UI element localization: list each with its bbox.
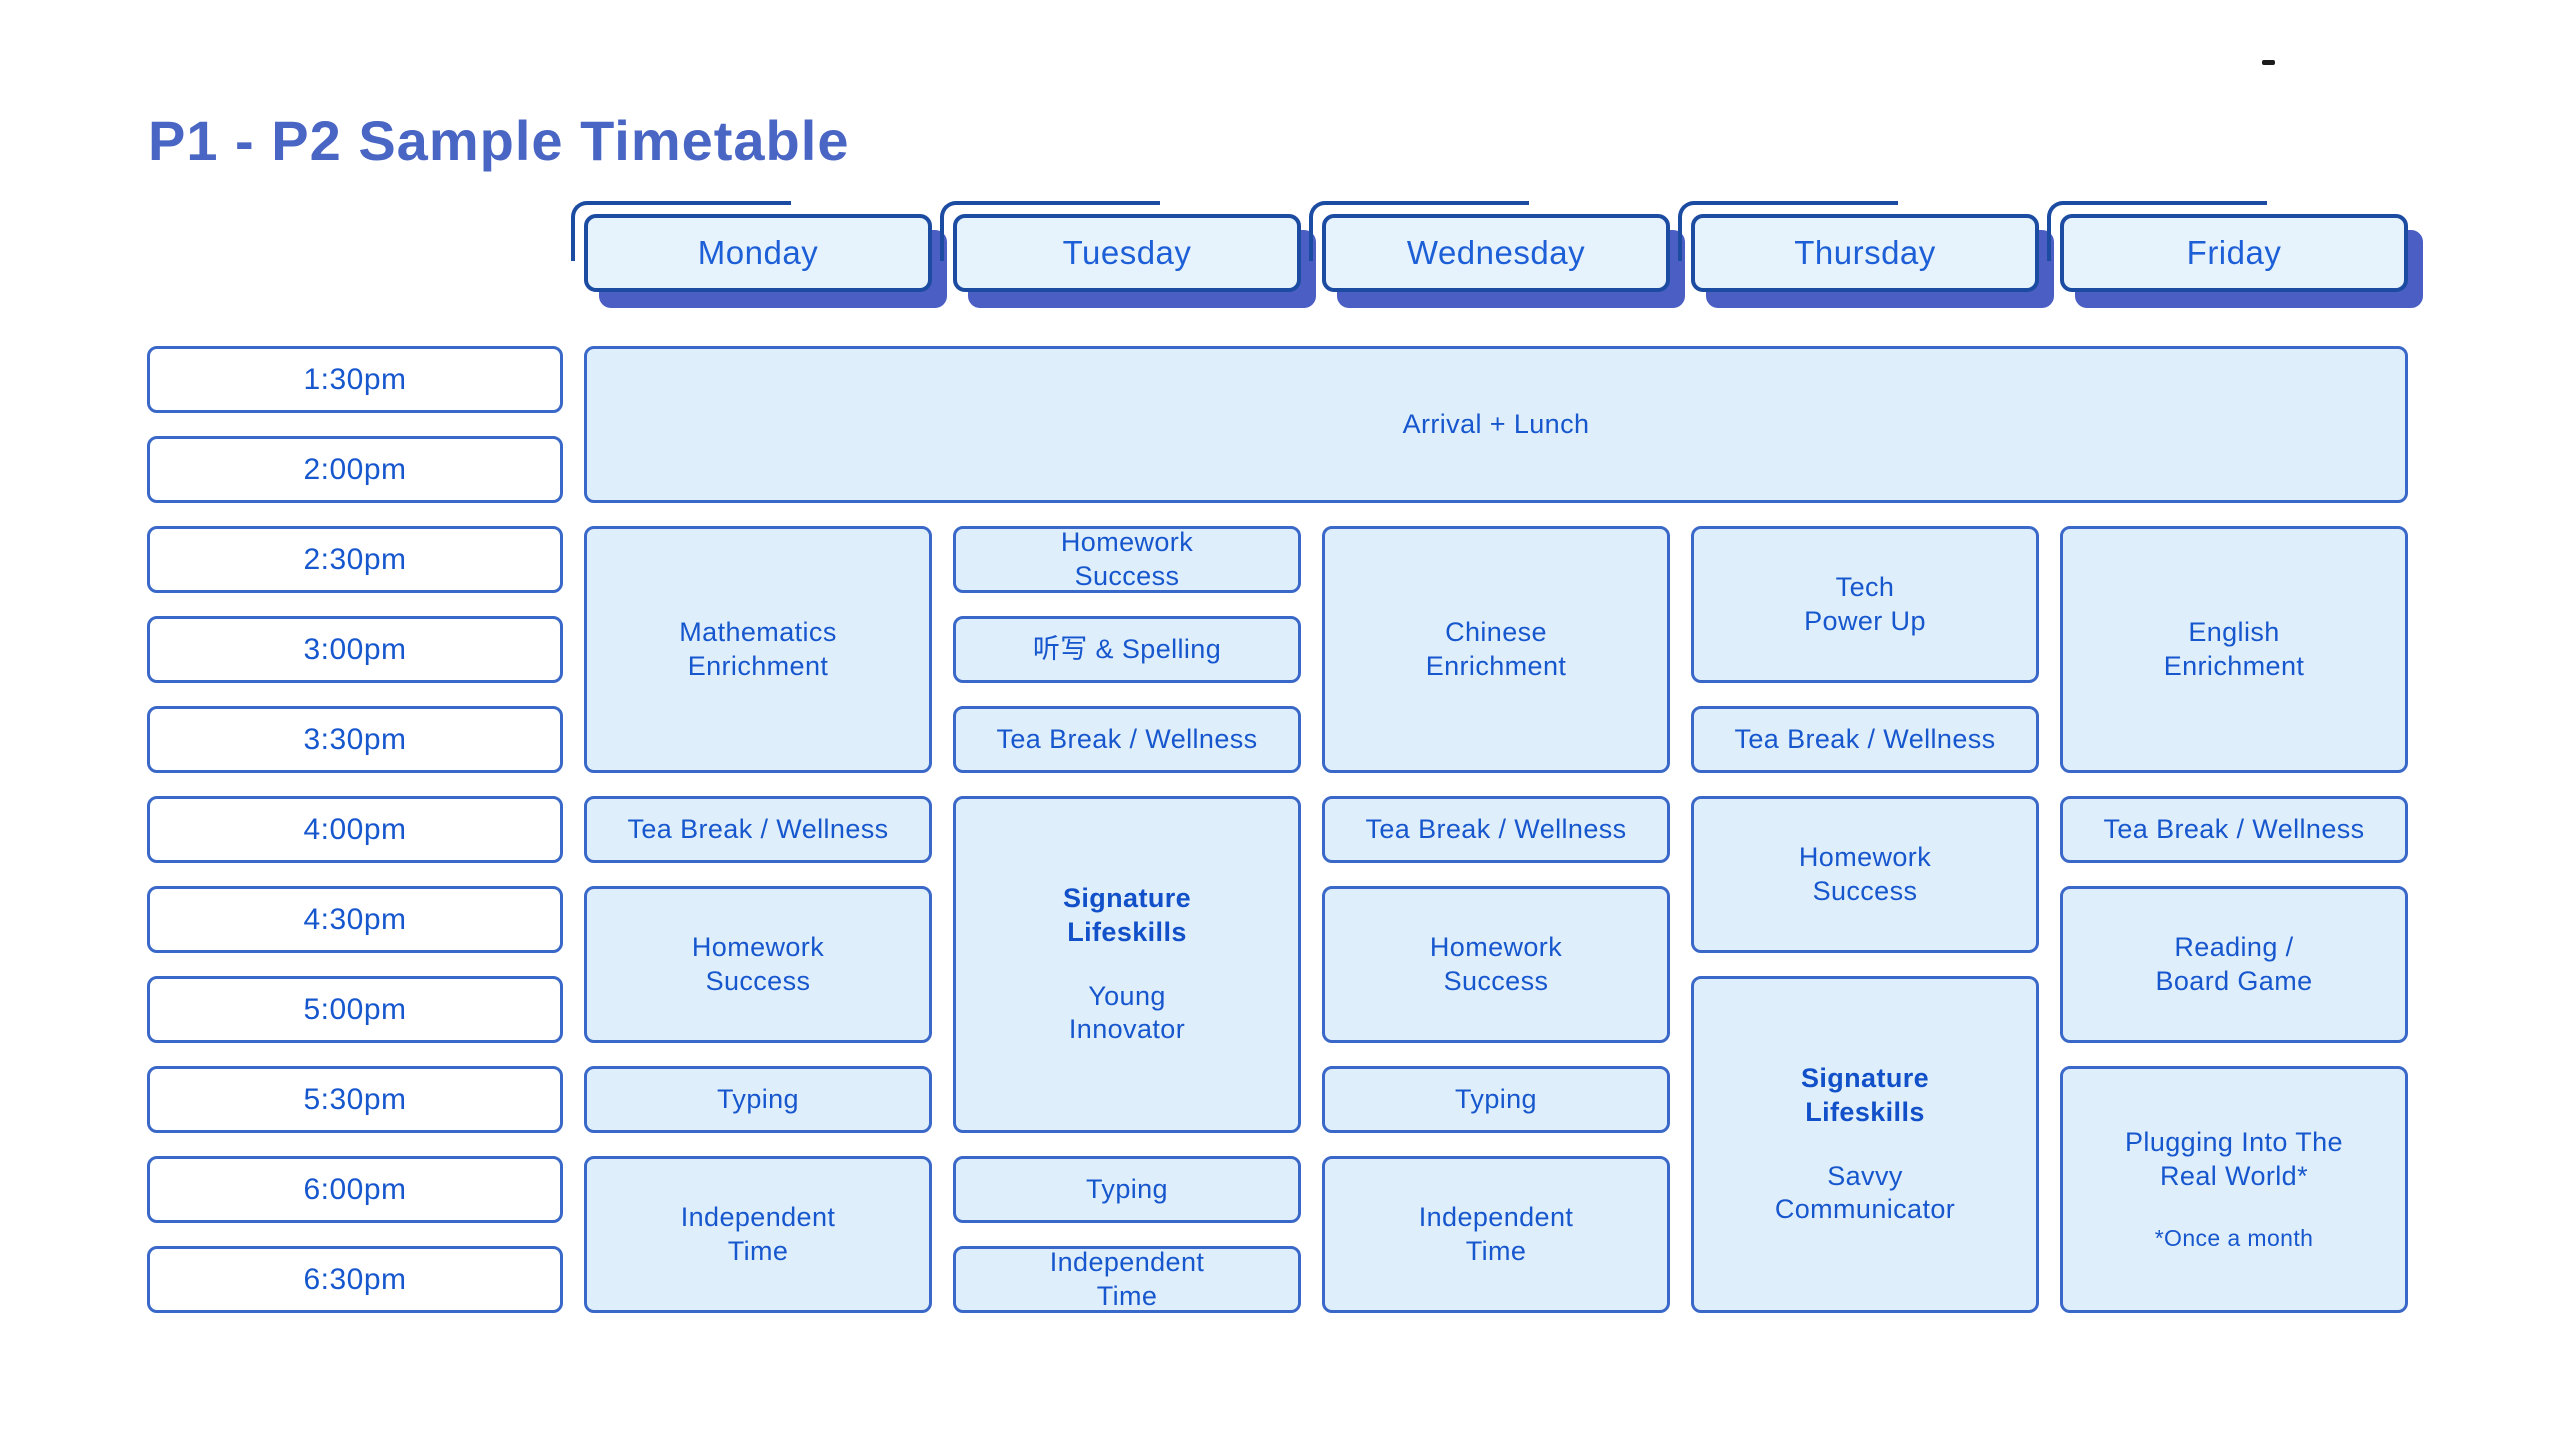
timetable-cell-tuesday-homework-success: Homework Success xyxy=(953,526,1301,593)
day-header-box: Wednesday xyxy=(1322,214,1670,292)
plugging-into-real-world-label: Plugging Into The Real World* xyxy=(2125,1127,2343,1192)
page-title: P1 - P2 Sample Timetable xyxy=(148,109,850,172)
day-header-box: Monday xyxy=(584,214,932,292)
timetable-cell-tuesday-typing: Typing xyxy=(953,1156,1301,1223)
day-header-tuesday: Tuesday xyxy=(940,201,1316,308)
timetable-cell-monday-independent-time: Independent Time xyxy=(584,1156,932,1313)
time-slot-6-30pm: 6:30pm xyxy=(147,1246,563,1313)
timetable-cell-tuesday-tea-break: Tea Break / Wellness xyxy=(953,706,1301,773)
timetable-cell-thursday-tea-break: Tea Break / Wellness xyxy=(1691,706,2039,773)
signature-lifeskills-subtitle: Savvy Communicator xyxy=(1774,1160,1956,1225)
timetable-cell-thursday-tech-power-up: Tech Power Up xyxy=(1691,526,2039,683)
day-header-box: Friday xyxy=(2060,214,2408,292)
timetable-cell-monday-typing: Typing xyxy=(584,1066,932,1133)
timetable-cell-friday-english-enrichment: English Enrichment xyxy=(2060,526,2408,773)
timetable-cell-tuesday-tingxie-spelling: 听写 & Spelling xyxy=(953,616,1301,683)
day-header-box: Tuesday xyxy=(953,214,1301,292)
day-label: Monday xyxy=(697,234,819,271)
day-label: Friday xyxy=(2186,234,2282,271)
time-slot-4-00pm: 4:00pm xyxy=(147,796,563,863)
timetable-cell-monday-mathematics-enrichment: Mathematics Enrichment xyxy=(584,526,932,773)
day-header-wednesday: Wednesday xyxy=(1309,201,1685,308)
time-slot-5-30pm: 5:30pm xyxy=(147,1066,563,1133)
header-bracket-decoration xyxy=(1678,201,1898,262)
timetable-cell-thursday-signature-lifeskills: Signature Lifeskills Savvy Communicator xyxy=(1691,976,2039,1313)
time-slot-2-00pm: 2:00pm xyxy=(147,436,563,503)
time-slot-6-00pm: 6:00pm xyxy=(147,1156,563,1223)
day-label: Wednesday xyxy=(1406,234,1586,271)
time-slot-1-30pm: 1:30pm xyxy=(147,346,563,413)
time-slot-4-30pm: 4:30pm xyxy=(147,886,563,953)
day-header-monday: Monday xyxy=(571,201,947,308)
stray-mark xyxy=(2262,60,2275,65)
header-bracket-decoration xyxy=(571,201,791,262)
timetable-cell-wednesday-independent-time: Independent Time xyxy=(1322,1156,1670,1313)
header-bracket-decoration xyxy=(2047,201,2267,262)
time-slot-3-00pm: 3:00pm xyxy=(147,616,563,683)
timetable-cell-wednesday-tea-break: Tea Break / Wellness xyxy=(1322,796,1670,863)
day-header-row: Monday Tuesday Wednesday Thursday Friday xyxy=(571,201,2423,308)
once-a-month-footnote: *Once a month xyxy=(2154,1224,2314,1251)
timetable-cell-tuesday-independent-time: Independent Time xyxy=(953,1246,1301,1313)
signature-lifeskills-title: Signature Lifeskills xyxy=(1800,1063,1930,1127)
timetable-cell-wednesday-homework-success: Homework Success xyxy=(1322,886,1670,1043)
day-header-thursday: Thursday xyxy=(1678,201,2054,308)
day-header-box: Thursday xyxy=(1691,214,2039,292)
timetable-cell-wednesday-chinese-enrichment: Chinese Enrichment xyxy=(1322,526,1670,773)
day-label: Tuesday xyxy=(1062,234,1192,271)
timetable-cell-tuesday-signature-lifeskills: Signature Lifeskills Young Innovator xyxy=(953,796,1301,1133)
timetable-grid: 1:30pm 2:00pm 2:30pm 3:00pm 3:30pm 4:00p… xyxy=(147,346,2408,1313)
timetable-cell-monday-homework-success: Homework Success xyxy=(584,886,932,1043)
header-bracket-decoration xyxy=(940,201,1160,262)
timetable-cell-thursday-homework-success: Homework Success xyxy=(1691,796,2039,953)
time-slot-2-30pm: 2:30pm xyxy=(147,526,563,593)
day-label: Thursday xyxy=(1794,234,1936,271)
time-slot-5-00pm: 5:00pm xyxy=(147,976,563,1043)
header-bracket-decoration xyxy=(1309,201,1529,262)
timetable-cell-friday-tea-break: Tea Break / Wellness xyxy=(2060,796,2408,863)
timetable-cell-arrival-lunch: Arrival + Lunch xyxy=(584,346,2408,503)
timetable-cell-friday-plugging-into-real-world: Plugging Into The Real World* *Once a mo… xyxy=(2060,1066,2408,1313)
timetable-cell-monday-tea-break: Tea Break / Wellness xyxy=(584,796,932,863)
signature-lifeskills-subtitle: Young Innovator xyxy=(1068,980,1186,1045)
day-header-friday: Friday xyxy=(2047,201,2423,308)
timetable-cell-friday-reading-board-game: Reading / Board Game xyxy=(2060,886,2408,1043)
time-slot-3-30pm: 3:30pm xyxy=(147,706,563,773)
timetable-cell-wednesday-typing: Typing xyxy=(1322,1066,1670,1133)
signature-lifeskills-title: Signature Lifeskills xyxy=(1062,883,1192,947)
